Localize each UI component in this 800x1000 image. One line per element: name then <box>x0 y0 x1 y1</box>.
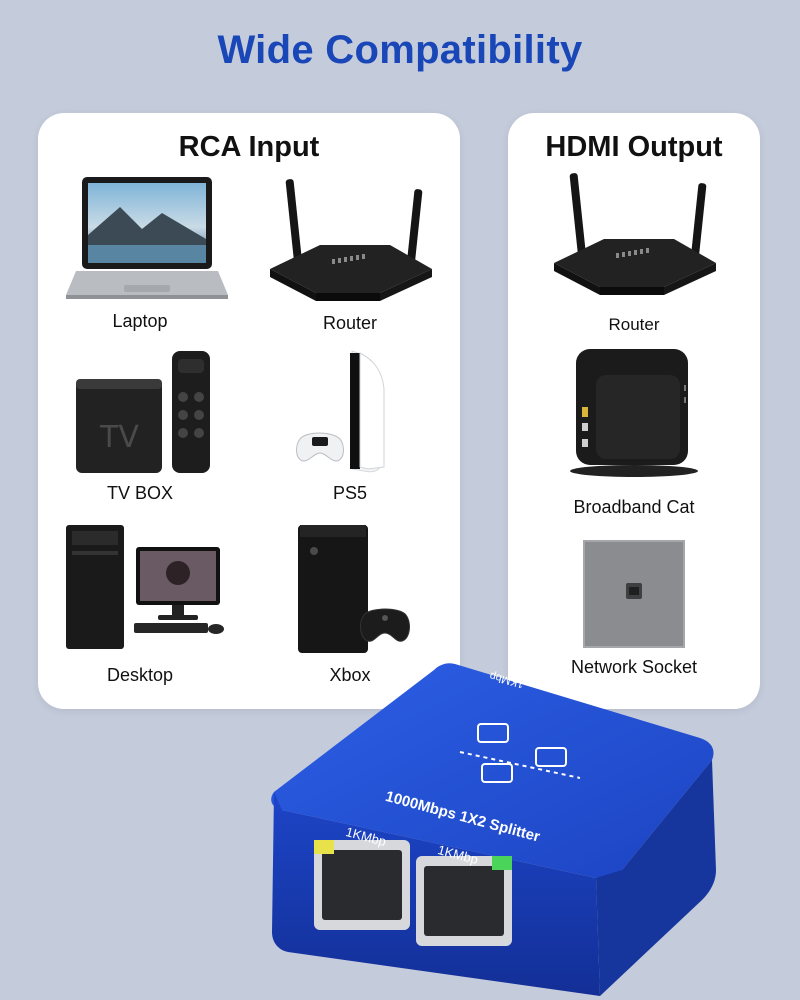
network-socket-icon <box>544 527 724 667</box>
device-laptop: Laptop <box>50 173 230 343</box>
laptop-icon <box>50 173 230 313</box>
device-router-output: Router <box>544 169 724 339</box>
desktop-icon <box>50 523 230 663</box>
xbox-icon <box>260 523 440 663</box>
device-broadband-cat: Broadband Cat <box>544 345 724 517</box>
device-desktop: Desktop <box>50 523 230 693</box>
svg-text:TV: TV <box>99 420 139 455</box>
device-label: Xbox <box>329 665 371 685</box>
page-title: Wide Compatibility <box>217 28 583 72</box>
device-router: Router <box>260 173 440 343</box>
device-label: Desktop <box>106 665 174 685</box>
device-ps5: PS5 <box>260 349 440 519</box>
device-label: Broadband Cat <box>573 497 695 517</box>
device-tv-box: TV TV BOX <box>50 349 230 519</box>
rca-input-title: RCA Input <box>178 131 320 163</box>
router-icon <box>260 173 440 313</box>
hdmi-output-title: HDMI Output <box>545 131 723 163</box>
device-xbox: Xbox <box>260 523 440 693</box>
hdmi-output-panel: HDMI Output Router <box>508 113 760 709</box>
device-label: Laptop <box>112 311 168 331</box>
device-label: TV BOX <box>106 483 173 503</box>
device-network-socket: Network Socket <box>544 527 724 697</box>
router-icon <box>544 169 724 309</box>
device-label: Router <box>608 315 660 334</box>
ethernet-splitter-product: 1000Mbps 1X2 Splitter 1KMbp 1KMbp 1KMbp <box>260 660 720 1000</box>
broadband-cat-icon <box>544 345 724 485</box>
device-label: PS5 <box>332 483 368 503</box>
device-label: Router <box>322 313 378 333</box>
ps5-icon <box>260 349 440 489</box>
rca-input-panel: RCA Input Laptop <box>38 113 460 709</box>
tv-box-icon: TV <box>50 349 230 489</box>
device-label: Network Socket <box>570 657 698 677</box>
